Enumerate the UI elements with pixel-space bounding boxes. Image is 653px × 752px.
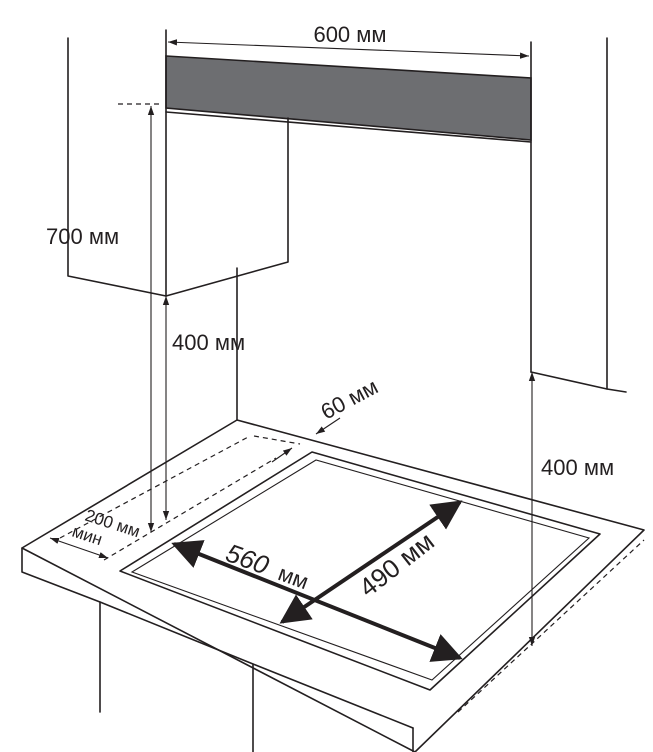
- hood-clearance-right-label: 400 мм: [541, 455, 614, 480]
- right-wall-cabinet: [530, 37, 627, 393]
- cutout-width-value: 560: [222, 537, 274, 580]
- cabinet-height-label: 700 мм: [46, 224, 119, 249]
- rear-gap-dimension-leader: [271, 447, 293, 463]
- left-wall-cabinet: [67, 37, 167, 297]
- range-hood: [165, 29, 532, 421]
- dimension-lines: [49, 39, 536, 646]
- hood-width-label: 600 мм: [313, 22, 386, 47]
- cutout-width-unit: мм: [275, 560, 312, 594]
- cutout-arrows: [171, 500, 463, 662]
- dashed-guides: [59, 103, 645, 713]
- hood-clearance-left-label: 400 мм: [172, 330, 245, 355]
- hood-width-dimension: [167, 39, 530, 59]
- side-gap-dimension: [49, 537, 109, 559]
- rear-gap-label: 60 мм: [317, 374, 382, 425]
- rear-gap-dimension-leader-2: [315, 417, 341, 435]
- cutout-depth-arrow: [279, 500, 463, 624]
- cutout-width-label: 560 мм: [222, 537, 312, 594]
